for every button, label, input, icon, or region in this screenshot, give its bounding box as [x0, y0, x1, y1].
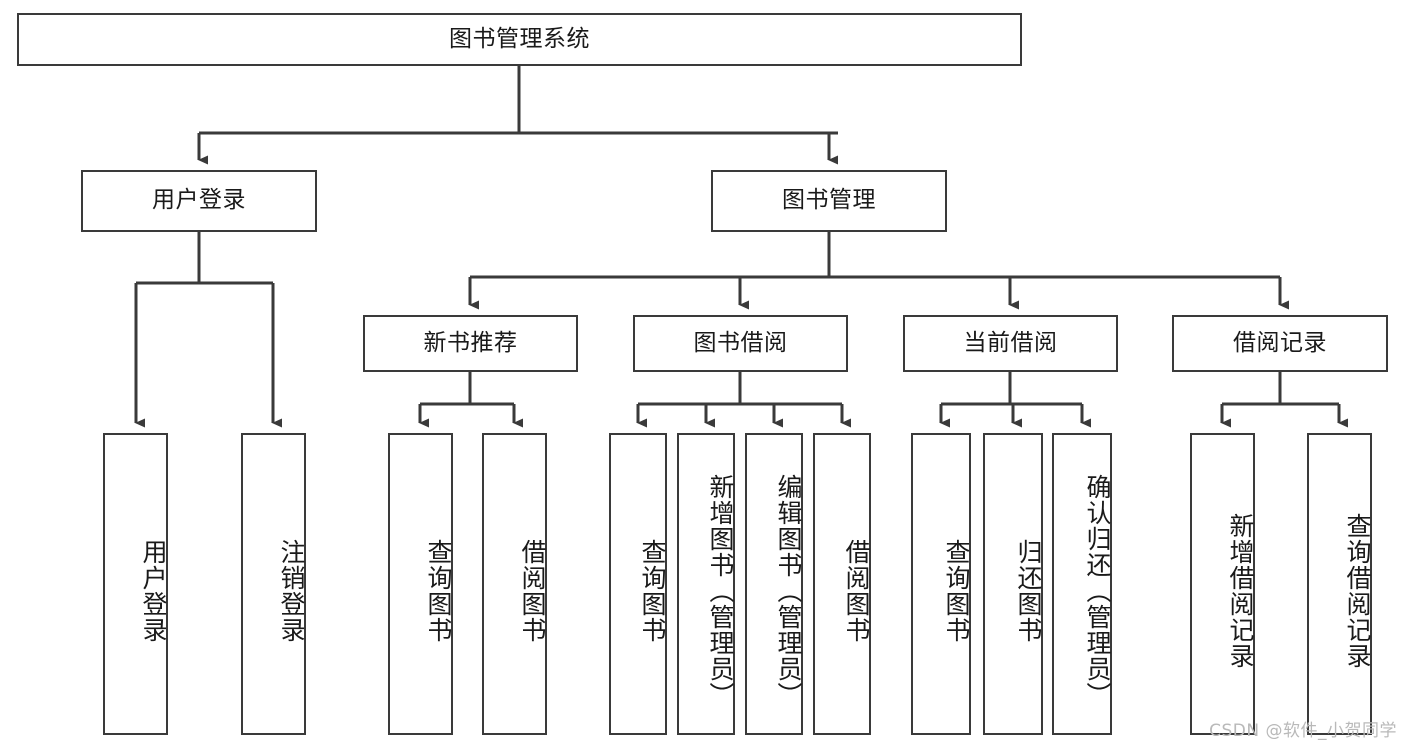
node-level1-0[interactable]: 用户登录 — [81, 170, 317, 232]
node-root[interactable]: 图书管理系统 — [17, 13, 1022, 66]
node-leaf-11[interactable]: 新增借阅记录 — [1190, 433, 1255, 735]
node-level2-0[interactable]: 新书推荐 — [363, 315, 578, 372]
node-leaf-2[interactable]: 查询图书 — [388, 433, 453, 735]
node-level2-2[interactable]: 当前借阅 — [903, 315, 1118, 372]
node-leaf-12[interactable]: 查询借阅记录 — [1307, 433, 1372, 735]
node-level1-1[interactable]: 图书管理 — [711, 170, 947, 232]
node-level2-3[interactable]: 借阅记录 — [1172, 315, 1388, 372]
node-leaf-5[interactable]: 新增图书（管理员） — [677, 433, 735, 735]
node-leaf-7[interactable]: 借阅图书 — [813, 433, 871, 735]
node-level2-1[interactable]: 图书借阅 — [633, 315, 848, 372]
node-leaf-6[interactable]: 编辑图书（管理员） — [745, 433, 803, 735]
watermark-text: CSDN @软件_小贺同学 — [1209, 721, 1397, 741]
node-leaf-9[interactable]: 归还图书 — [983, 433, 1043, 735]
node-leaf-1[interactable]: 注销登录 — [241, 433, 306, 735]
node-leaf-10[interactable]: 确认归还（管理员） — [1052, 433, 1112, 735]
node-leaf-0[interactable]: 用户登录 — [103, 433, 168, 735]
node-leaf-8[interactable]: 查询图书 — [911, 433, 971, 735]
node-leaf-3[interactable]: 借阅图书 — [482, 433, 547, 735]
node-leaf-4[interactable]: 查询图书 — [609, 433, 667, 735]
